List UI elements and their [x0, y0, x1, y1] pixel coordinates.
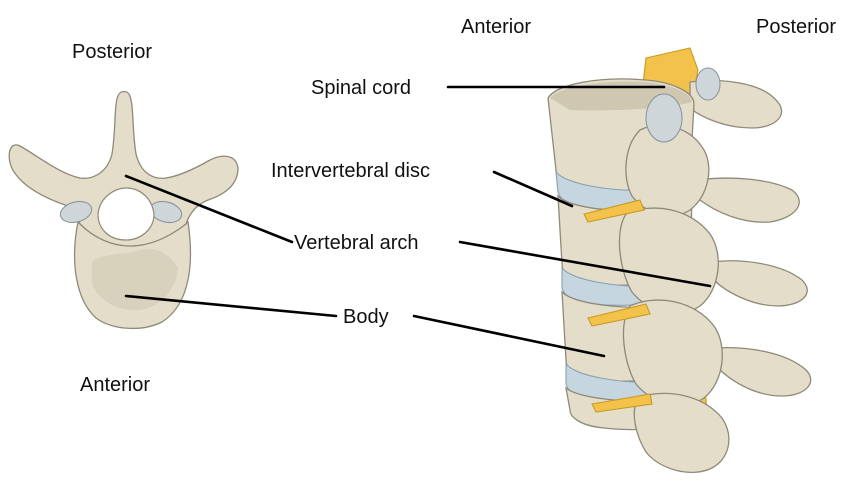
- posterior-process-4: [716, 348, 811, 396]
- facet-top: [646, 94, 682, 142]
- body-label: Body: [343, 306, 389, 328]
- spinal-cord-label: Spinal cord: [311, 77, 411, 99]
- top-view-posterior-label: Posterior: [72, 41, 152, 63]
- posterior-process-3: [712, 261, 807, 306]
- posterior-process-2: [698, 178, 799, 222]
- vertebral-arch-label: Vertebral arch: [294, 232, 419, 254]
- side-view-anterior-label: Anterior: [461, 16, 531, 38]
- intervertebral-disc-label: Intervertebral disc: [271, 160, 430, 182]
- side-view-posterior-label: Posterior: [756, 16, 836, 38]
- top-view-anterior-label: Anterior: [80, 374, 150, 396]
- vertebra-top-view: [9, 92, 238, 329]
- arch-4: [634, 393, 729, 472]
- spine-lateral-view: [548, 48, 811, 472]
- facet-top-right: [696, 68, 720, 100]
- vertebral-foramen: [98, 188, 154, 240]
